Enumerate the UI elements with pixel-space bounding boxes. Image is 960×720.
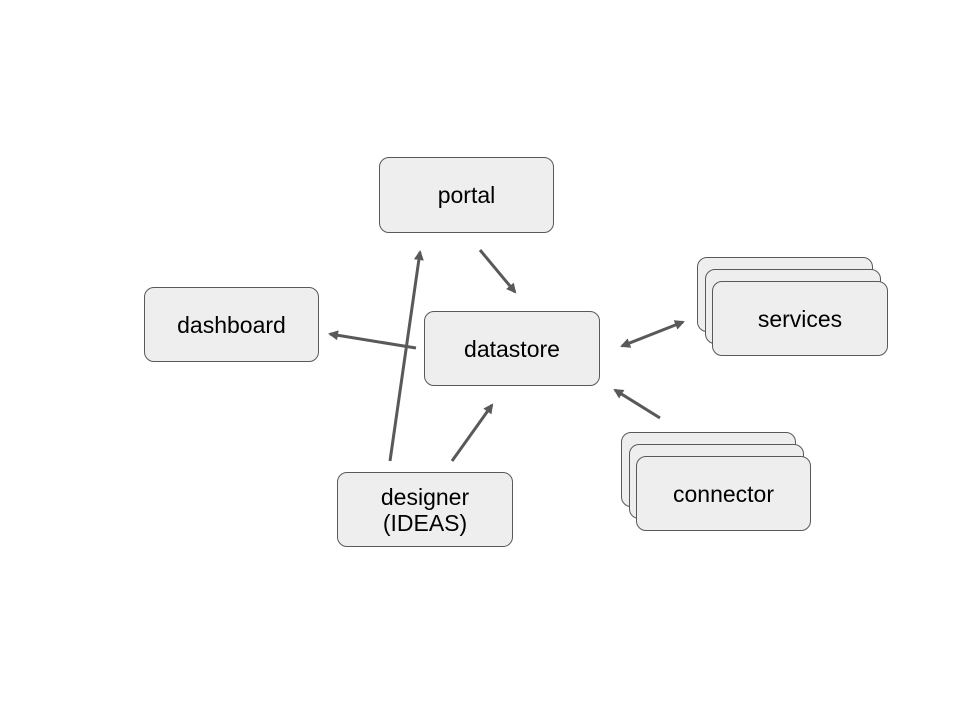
connector-box: connector	[636, 456, 811, 531]
dashboard-box: dashboard	[144, 287, 319, 362]
connector-label: connector	[672, 480, 774, 507]
services-box: services	[712, 281, 888, 356]
arrow-designer-to-datastore	[450, 403, 494, 462]
dashboard-label: dashboard	[177, 311, 286, 338]
arrow-connector-to-datastore	[613, 388, 661, 420]
datastore-label: datastore	[464, 335, 560, 362]
arrow-datastore-services-bidirectional	[620, 320, 685, 348]
portal-label: portal	[437, 182, 496, 208]
services-label: services	[757, 305, 843, 332]
portal-box: portal	[379, 157, 554, 233]
arrow-portal-to-datastore	[478, 249, 517, 294]
designer-box: designer (IDEAS)	[337, 472, 513, 547]
arrow-designer-to-portal	[388, 250, 424, 462]
datastore-box: datastore	[424, 311, 600, 386]
arrow-datastore-to-dashboard	[328, 330, 417, 350]
designer-label: designer (IDEAS)	[380, 483, 470, 536]
